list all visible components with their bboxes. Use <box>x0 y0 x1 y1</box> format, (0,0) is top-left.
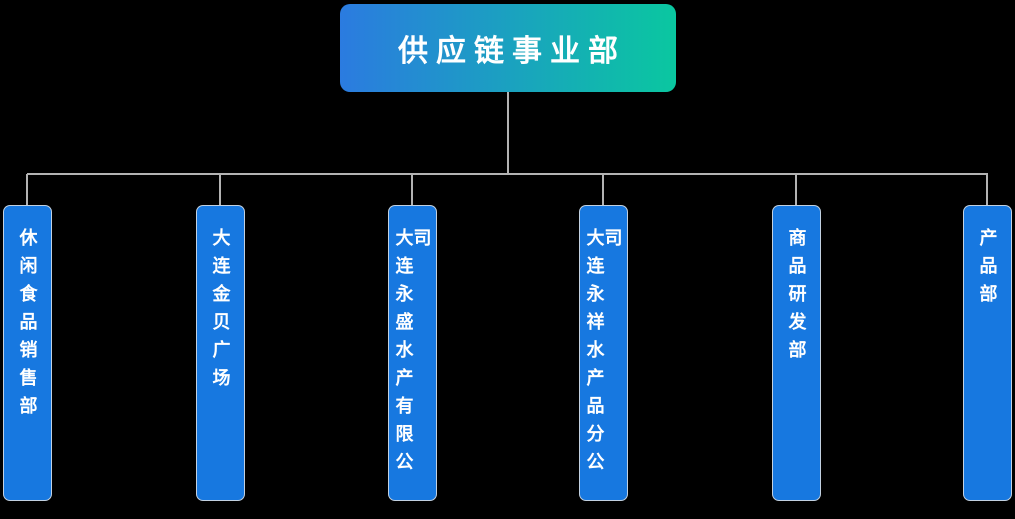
connector-drop-3 <box>411 174 413 206</box>
org-node-dalian-jinbei-plaza[interactable]: 大连金贝广场 <box>196 205 245 501</box>
org-node-leisure-food-sales-dept[interactable]: 休闲食品销售部 <box>3 205 52 501</box>
org-node-root[interactable]: 供应链事业部 <box>340 4 676 92</box>
org-node-dalian-yongsheng-aquatic-co[interactable]: 大连永盛水产有限公司 <box>388 205 437 501</box>
connector-drop-2 <box>219 174 221 206</box>
connector-drop-4 <box>602 174 604 206</box>
org-node-label: 休闲食品销售部 <box>17 228 38 424</box>
org-node-root-label: 供应链事业部 <box>398 35 626 68</box>
org-node-label: 大连金贝广场 <box>210 228 231 396</box>
connector-drop-1 <box>26 174 28 206</box>
connector-horizontal-bar <box>27 173 988 175</box>
org-node-label: 大连永祥水产品分公司 <box>584 228 623 480</box>
connector-drop-5 <box>795 174 797 206</box>
connector-drop-6 <box>986 174 988 206</box>
org-node-dalian-yongxiang-aquatic-branch[interactable]: 大连永祥水产品分公司 <box>579 205 628 501</box>
org-node-product-rd-dept[interactable]: 商品研发部 <box>772 205 821 501</box>
org-node-label: 产品部 <box>977 228 998 312</box>
org-node-product-dept[interactable]: 产品部 <box>963 205 1012 501</box>
connector-root-stem <box>507 92 509 174</box>
org-node-label: 商品研发部 <box>786 228 807 368</box>
org-node-label: 大连永盛水产有限公司 <box>393 228 432 480</box>
